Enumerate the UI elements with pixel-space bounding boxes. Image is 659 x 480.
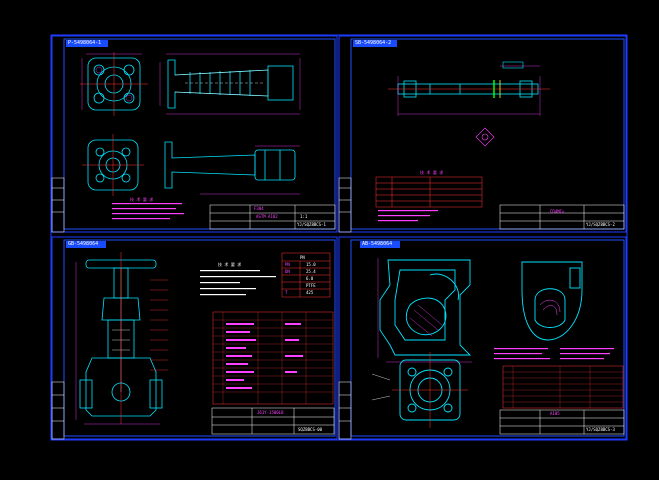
sheet-1-tag: P-5498064-1 — [66, 40, 104, 47]
sheet-4-tag: AB-5498064 — [360, 241, 395, 248]
sheet-3-spec-r4-k: T — [285, 290, 288, 295]
sheet-4[interactable] — [338, 236, 627, 440]
sheet-3-spec-header: PN — [300, 255, 305, 260]
sheet-1-drawing-no: YJ/SQZ8BCS-1 — [297, 222, 326, 227]
sheet-1-part-name: F304 — [254, 206, 264, 211]
sheet-1[interactable] — [51, 35, 338, 233]
sheet-3-spec-r1-v: 25.4 — [306, 269, 316, 274]
sheet-3[interactable] — [51, 236, 338, 440]
sheet-3-spec-r4-v: 425 — [306, 290, 314, 295]
sheet-1-material: ASTM A182 — [256, 214, 278, 219]
sheet-1-notes-title: 技 术 要 求 — [130, 197, 154, 202]
sheet-3-spec-r0-k: PN — [285, 262, 290, 267]
sheet-3-spec-r0-v: 15.0 — [306, 262, 316, 267]
sheet-2-notes-title: 技 术 要 求 — [420, 170, 444, 175]
sheet-2-drawing-no: YJ/SQZ8BCS-2 — [586, 222, 615, 227]
sheet-2[interactable] — [338, 35, 627, 233]
sheet-3-notes-title: 技 术 要 求 — [218, 262, 242, 267]
sheet-3-spec-r1-k: DN — [285, 269, 290, 274]
sheet-3-tag: GB-5498064 — [66, 241, 101, 248]
sheet-3-spec-r2-v: 6.0 — [306, 276, 314, 281]
sheet-2-tag: SB-5498064-2 — [353, 40, 394, 47]
sheet-1-scale: 1:1 — [300, 214, 308, 219]
sheet-3-drawing-no: SQZ8BCS-00 — [298, 427, 323, 432]
sheet-4-part-name: A105 — [550, 411, 560, 416]
sheet-4-drawing-no: YJ/SQZ8BCS-3 — [586, 427, 615, 432]
sheet-2-part-name: CD4MCu — [550, 209, 565, 214]
sheet-3-spec-r3-v: PTFE — [306, 283, 316, 288]
sheet-3-part-name: J61Y-1500LB — [257, 410, 284, 415]
